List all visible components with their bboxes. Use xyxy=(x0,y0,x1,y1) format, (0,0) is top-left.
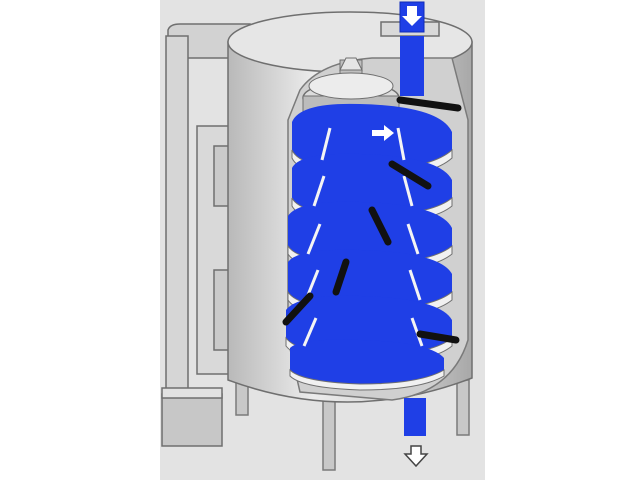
plate-blue xyxy=(292,103,452,170)
plate-stage-6 xyxy=(289,339,445,391)
rake-arm-5 xyxy=(282,292,314,326)
pipe-base-block xyxy=(161,393,223,447)
plate-blue xyxy=(290,339,444,384)
rake-arm-3 xyxy=(368,206,392,246)
rake-arm-2 xyxy=(388,160,432,190)
right-arrow-icon xyxy=(372,125,394,141)
feed-channel xyxy=(400,36,424,96)
plate-rim xyxy=(289,368,445,391)
gear-crown-top xyxy=(308,72,394,100)
spiral-plates xyxy=(285,103,453,391)
pipe-base-top xyxy=(161,387,223,399)
pipe-vertical xyxy=(165,35,189,405)
rake-arm-4 xyxy=(332,258,350,296)
down-arrow-outline-icon xyxy=(403,445,429,468)
outlet xyxy=(403,398,429,468)
rake-arm-1 xyxy=(396,96,462,112)
inlet xyxy=(380,1,440,96)
shaft-cap xyxy=(339,57,363,71)
leg-right xyxy=(456,379,470,436)
plate-dividers xyxy=(302,127,424,347)
plate-blue xyxy=(288,249,452,310)
leg-front xyxy=(322,399,336,471)
down-arrow-icon xyxy=(402,6,422,26)
plate-blue xyxy=(288,201,452,264)
rake-arms xyxy=(282,96,462,344)
support-legs xyxy=(235,369,470,471)
outlet-pipe xyxy=(404,398,426,436)
rake-arm-6 xyxy=(416,330,460,344)
